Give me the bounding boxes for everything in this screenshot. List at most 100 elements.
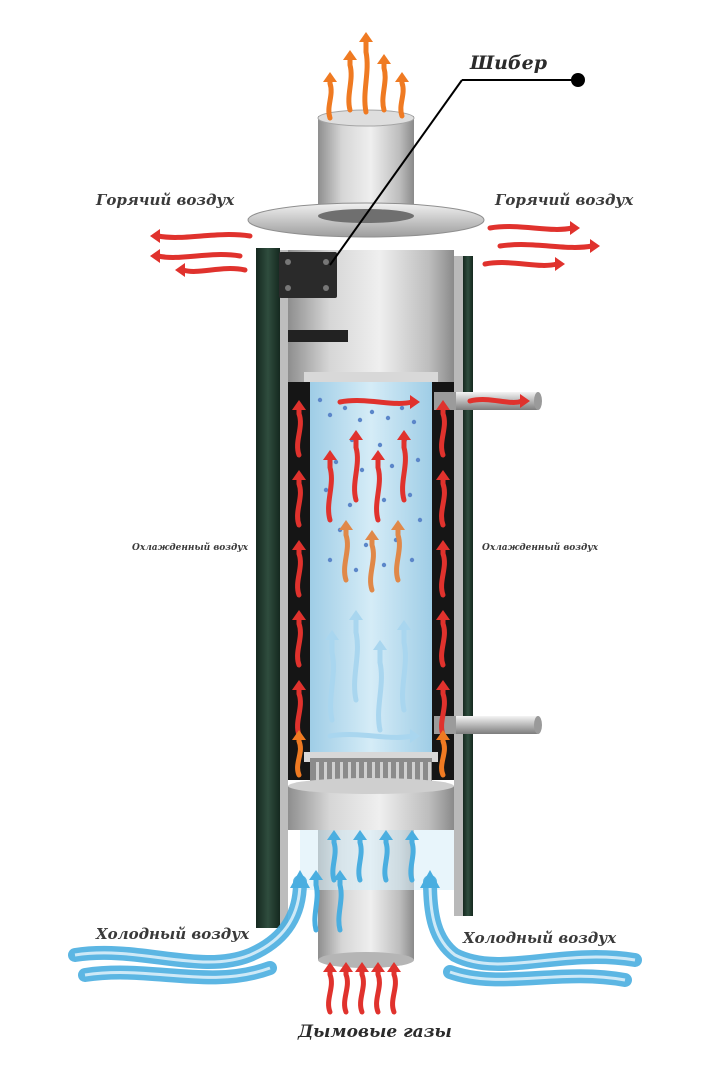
steel-wall-left	[280, 250, 288, 930]
stone-casing-left	[256, 248, 280, 928]
tank-cool-arrow	[325, 630, 339, 723]
grate-slat	[380, 762, 383, 788]
bubble	[417, 517, 423, 523]
bubble	[399, 405, 405, 411]
air-gap-arrow-left	[292, 680, 306, 738]
tank-hot-arrow	[371, 450, 385, 523]
air-gap-arrow-left	[292, 470, 306, 528]
air-gap-arrow-left	[292, 730, 306, 778]
inlet-cold-arrow	[405, 830, 419, 883]
grate-slat	[364, 762, 367, 788]
inlet-cold-arrow	[327, 830, 341, 883]
bubble	[385, 415, 391, 421]
tank-cool-arrow	[373, 640, 387, 733]
label-cooled-air-left: Охлажденный воздух	[132, 543, 248, 553]
grate-slat	[412, 762, 415, 788]
flow-arrows	[68, 32, 642, 1015]
bubble	[357, 417, 363, 423]
grate-slat	[324, 762, 327, 788]
hot-air-arrow-left	[175, 263, 248, 277]
bubble	[415, 457, 421, 463]
tank-warm-arrow	[391, 520, 405, 583]
tank-hot-arrow	[349, 430, 363, 503]
damper-leader-line	[329, 79, 463, 266]
air-gap-arrow-left	[292, 540, 306, 598]
bubble	[353, 567, 359, 573]
flue-gas-arrow	[339, 962, 353, 1015]
bubble	[411, 419, 417, 425]
grate-slat	[316, 762, 319, 788]
bubble	[377, 442, 383, 448]
stone-casing-right	[463, 256, 473, 916]
grate-slat	[372, 762, 375, 788]
tank-cool-arrow	[397, 620, 411, 713]
flue-gas-arrow	[355, 962, 369, 1015]
grate-slat	[356, 762, 359, 788]
grate-slat	[420, 762, 423, 788]
leader-dot-icon	[571, 73, 585, 87]
flame-arrow-icon	[323, 72, 337, 121]
damper-block	[279, 252, 337, 298]
air-gap-arrow-left	[292, 400, 306, 458]
grate-slat	[340, 762, 343, 788]
tank-top-band	[304, 372, 438, 382]
hot-air-arrow-right	[497, 239, 600, 253]
grate-slats	[316, 762, 431, 788]
tank-bottom-band	[304, 752, 438, 762]
bubble	[342, 405, 348, 411]
air-gap-arrow-right	[436, 730, 450, 778]
tank-bottom-arrow	[327, 729, 420, 743]
tank-hot-arrow	[397, 430, 411, 503]
tank-top-arrow	[337, 395, 420, 409]
hot-air-arrow-left	[150, 229, 253, 243]
label-cold-air-right: Холодный воздух	[463, 929, 617, 947]
tank-cool-arrow	[349, 610, 363, 703]
bubble	[363, 542, 369, 548]
inlet-cold-arrow	[333, 870, 347, 933]
label-hot-air-left: Горячий воздух	[96, 191, 235, 209]
bubble	[369, 409, 375, 415]
bubble	[409, 557, 415, 563]
label-cooled-air-right: Охлажденный воздух	[482, 543, 598, 553]
pipe-outflow-arrow	[467, 394, 530, 408]
bottom-inlet-rim	[318, 952, 414, 968]
bubble	[317, 397, 323, 403]
grate-slat	[404, 762, 407, 788]
air-gap-arrow-left	[292, 610, 306, 668]
hot-air-arrow-right	[482, 257, 565, 271]
flue-gas-arrow	[371, 962, 385, 1015]
hot-air-arrow-left	[150, 249, 243, 263]
grate-slat	[332, 762, 335, 788]
inlet-cold-arrow	[309, 870, 323, 933]
side-pipe-lower	[454, 716, 538, 734]
flame-arrow-icon	[343, 50, 357, 113]
tank-hot-arrow	[323, 450, 337, 523]
flame-arrow-icon	[377, 54, 391, 113]
tank-warm-arrow	[339, 520, 353, 583]
flame-arrow-icon	[359, 32, 373, 115]
air-gap-arrow-right	[436, 680, 450, 738]
hot-air-arrow-right	[487, 221, 580, 235]
label-flue-gases: Дымовые газы	[298, 1022, 452, 1042]
grate-slat	[396, 762, 399, 788]
bubble	[381, 562, 387, 568]
inlet-cold-arrow	[353, 830, 367, 883]
grate-slat	[388, 762, 391, 788]
bubble	[381, 497, 387, 503]
bubble	[389, 463, 395, 469]
label-cold-air-left: Холодный воздух	[96, 925, 250, 943]
air-gap-arrow-right	[436, 470, 450, 528]
bubble	[327, 412, 333, 418]
bubble	[347, 502, 353, 508]
bubble	[327, 557, 333, 563]
label-damper: Шибер	[470, 52, 548, 74]
label-hot-air-right: Горячий воздух	[495, 191, 634, 209]
steel-wall-right	[454, 256, 463, 916]
inlet-cold-arrow	[379, 830, 393, 883]
air-gap-arrow-right	[436, 540, 450, 598]
upper-slot	[288, 330, 348, 342]
flame-arrow-icon	[395, 72, 409, 119]
flue-gas-arrow	[323, 962, 337, 1015]
